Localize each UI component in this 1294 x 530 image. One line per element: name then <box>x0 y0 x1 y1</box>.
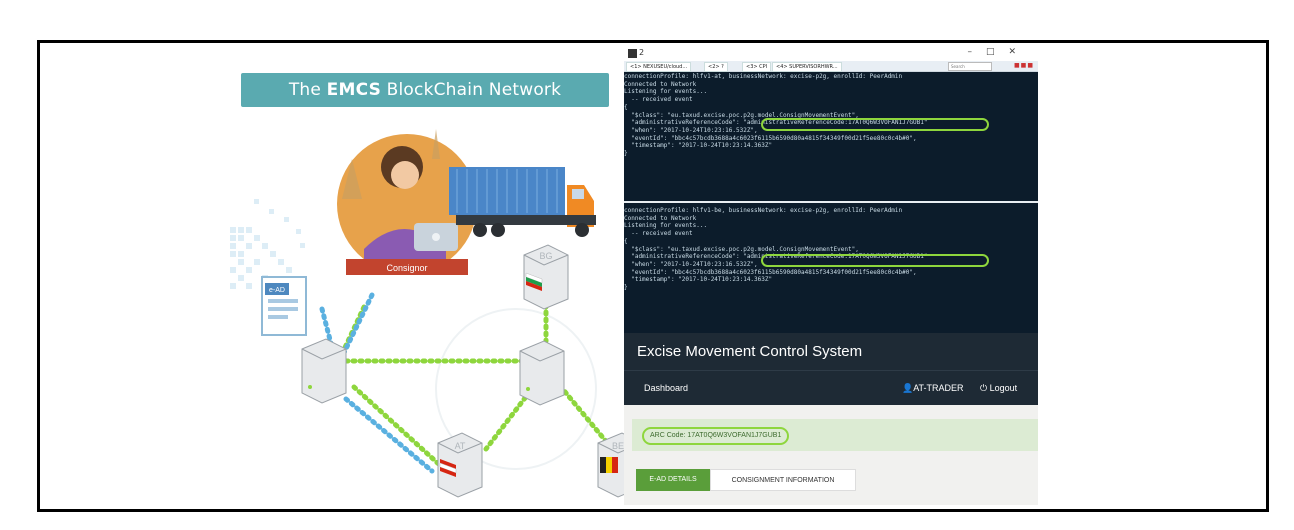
console-output-at: connectionProfile: hlfv1-at, businessNet… <box>624 73 1038 158</box>
window-title: 2 <box>639 48 645 57</box>
console-be-line: Listening for events... <box>624 222 708 230</box>
arc-highlight-2 <box>761 254 989 267</box>
server-node-left <box>301 338 347 404</box>
server-node-at: AT <box>437 432 483 498</box>
console-be-line: "eventId": "bbc4c57bcdb3688a4c6023f6115b… <box>624 268 917 276</box>
console-at-line: "$class": "eu.taxud.excise.poc.p2g.model… <box>624 111 859 119</box>
console-be-line: } <box>624 284 628 292</box>
nav-dashboard[interactable]: Dashboard <box>644 383 689 393</box>
console-at-line: "when": "2017-10-24T10:23:16.532Z", <box>624 126 758 134</box>
arc-highlight-1 <box>761 118 989 131</box>
console-at-line: { <box>624 103 628 111</box>
network-diagram: Consignor e-AD <box>261 129 624 498</box>
emcs-app: Excise Movement Control System Dashboard… <box>624 333 1038 505</box>
arc-code: ARC Code: 17AT0Q6W3VOFAN1J7GUB1 <box>642 427 790 445</box>
consignor-label: Consignor <box>386 263 427 273</box>
console-tab-1[interactable]: <1> NEXUSEU/cloud... <box>626 62 692 72</box>
console-be-line: "$class": "eu.taxud.excise.poc.p2g.model… <box>624 245 859 253</box>
window-controls[interactable]: –□✕ <box>967 47 1030 57</box>
console-tabbar: <1> NEXUSEU/cloud... <2> ? <3> CPI <4> S… <box>624 61 1038 72</box>
console-at-line: Listening for events... <box>624 88 708 96</box>
nav-user[interactable]: 👤AT-TRADER <box>902 383 964 393</box>
console-search[interactable]: Search <box>948 62 992 71</box>
maximize-icon[interactable]: □ <box>985 47 1009 57</box>
tab-e-ad-details[interactable]: E-AD DETAILS <box>636 469 710 491</box>
app-navbar: Dashboard 👤AT-TRADER ⏻ Logout <box>624 370 1038 405</box>
console-be-line: { <box>624 237 628 245</box>
terminal-icon <box>628 49 637 58</box>
consignor-badge: Consignor <box>337 129 477 275</box>
truck-image <box>449 167 596 237</box>
toolbar-icons[interactable]: ■■■ <box>1013 62 1034 69</box>
arc-code-bar: ARC Code: 17AT0Q6W3VOFAN1J7GUB1 <box>632 419 1038 451</box>
console-separator <box>624 201 1038 203</box>
server-node-be: BE <box>597 432 624 498</box>
console-be-line: -- received event <box>624 230 693 238</box>
console-be-line: "timestamp": "2017-10-24T10:23:14.363Z" <box>624 276 773 284</box>
terminal-and-app: 2 –□✕ <1> NEXUSEU/cloud... <2> ? <3> CPI… <box>624 47 1038 505</box>
app-title: Excise Movement Control System <box>624 333 1038 370</box>
network-title: The EMCS BlockChain Network <box>241 73 609 107</box>
e-ad-label: e-AD <box>269 287 285 294</box>
console-at-line: Connected to Network <box>624 80 697 88</box>
server-node-center <box>519 340 565 406</box>
window-titlebar: 2 –□✕ <box>624 47 1038 61</box>
console-output-be: connectionProfile: hlfv1-be, businessNet… <box>624 207 1038 292</box>
console-at-line: "timestamp": "2017-10-24T10:23:14.363Z" <box>624 142 773 150</box>
console-tab-4[interactable]: <4> SUPERVISORHWR... <box>772 62 842 72</box>
flag-bg-label: BG <box>539 251 552 261</box>
emcs-illustration: The EMCS BlockChain Network <box>224 59 624 509</box>
console-tab-2[interactable]: <2> ? <box>704 62 728 72</box>
server-node-bg: BG <box>523 244 569 310</box>
console-be-line: "administrativeReferenceCode": "administ… <box>624 253 928 261</box>
close-icon[interactable]: ✕ <box>1008 47 1030 57</box>
tab-consignment-information[interactable]: CONSIGNMENT INFORMATION <box>710 469 856 491</box>
flag-be-label: BE <box>612 441 624 451</box>
console-be-line: connectionProfile: hlfv1-be, businessNet… <box>624 207 903 214</box>
screenshot-frame: The EMCS BlockChain Network <box>37 40 1269 512</box>
flag-at-label: AT <box>455 441 466 451</box>
console-be-line: Connected to Network <box>624 214 697 222</box>
background-pattern <box>230 199 597 470</box>
nav-logout[interactable]: ⏻ Logout <box>980 383 1018 393</box>
console-at-line: "eventId": "bbc4c57bcdb3688a4c6023f6115b… <box>624 134 917 142</box>
minimize-icon[interactable]: – <box>967 47 986 57</box>
console-at-line: } <box>624 150 628 158</box>
console-be-line: "when": "2017-10-24T10:23:16.532Z", <box>624 260 758 268</box>
e-ad-document-icon: e-AD <box>261 276 307 336</box>
console-at-line: -- received event <box>624 96 693 104</box>
console-at-line: connectionProfile: hlfv1-at, businessNet… <box>624 73 903 80</box>
console-tab-3[interactable]: <3> CPI <box>742 62 772 72</box>
console-at-line: "administrativeReferenceCode": "administ… <box>624 119 928 127</box>
app-body: ARC Code: 17AT0Q6W3VOFAN1J7GUB1 E-AD DET… <box>624 405 1038 505</box>
